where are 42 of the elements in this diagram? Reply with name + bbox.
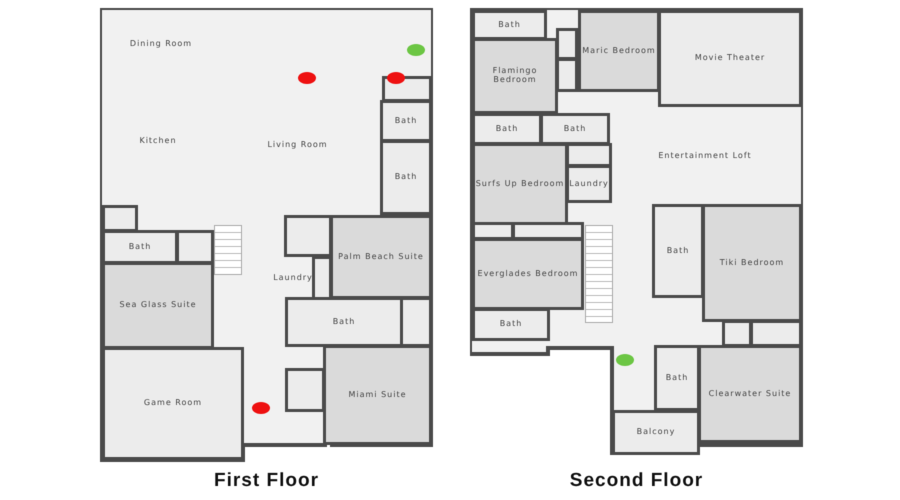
closet-space xyxy=(284,215,332,257)
room-label: Bath xyxy=(654,345,700,411)
closet-space xyxy=(750,320,802,347)
room-label: Bath xyxy=(472,308,550,341)
floor-heading: Second Floor xyxy=(568,470,704,492)
closet-space xyxy=(176,230,214,264)
room-label: Movie Theater xyxy=(658,10,802,107)
room-label: Dining Room xyxy=(102,12,220,76)
closet-space xyxy=(472,222,514,240)
closet-space xyxy=(285,368,325,412)
closet-space xyxy=(312,256,332,300)
room-label: Everglades Bedroom xyxy=(472,238,584,310)
closet-space xyxy=(556,58,578,92)
room-label: Bath xyxy=(472,113,542,145)
room-label: Bath xyxy=(472,10,547,40)
room-label: Miami Suite xyxy=(323,345,432,445)
floor-heading: First Floor xyxy=(213,470,320,492)
room-label: Bath xyxy=(380,100,432,142)
room-label: Surfs Up Bedroom xyxy=(472,143,568,225)
room-label: Tiki Bedroom xyxy=(702,204,802,322)
closet-space xyxy=(400,297,432,347)
room-label: Game Room xyxy=(102,347,244,460)
room-label: Living Room xyxy=(215,78,380,213)
closet-space xyxy=(556,28,578,60)
closet-space xyxy=(512,222,584,240)
room-label: Flamingo Bedroom xyxy=(472,38,558,114)
room-label: Palm Beach Suite xyxy=(330,215,432,299)
closet-space xyxy=(722,320,752,347)
room-label: Balcony xyxy=(612,410,700,455)
room-label: Laundry xyxy=(566,165,612,203)
room-label: Bath xyxy=(652,204,704,298)
room-label: Bath xyxy=(380,140,432,215)
room-label: Laundry xyxy=(272,256,314,300)
closet-space xyxy=(382,76,432,102)
room-label: Maric Bedroom xyxy=(578,10,660,92)
closet-space xyxy=(566,143,612,167)
room-label: Bath xyxy=(285,297,403,347)
room-label: Kitchen xyxy=(102,76,214,206)
room-label: Clearwater Suite xyxy=(698,345,802,443)
closet-space xyxy=(102,205,138,232)
room-label: Sea Glass Suite xyxy=(102,262,214,349)
room-label: Bath xyxy=(540,113,610,145)
